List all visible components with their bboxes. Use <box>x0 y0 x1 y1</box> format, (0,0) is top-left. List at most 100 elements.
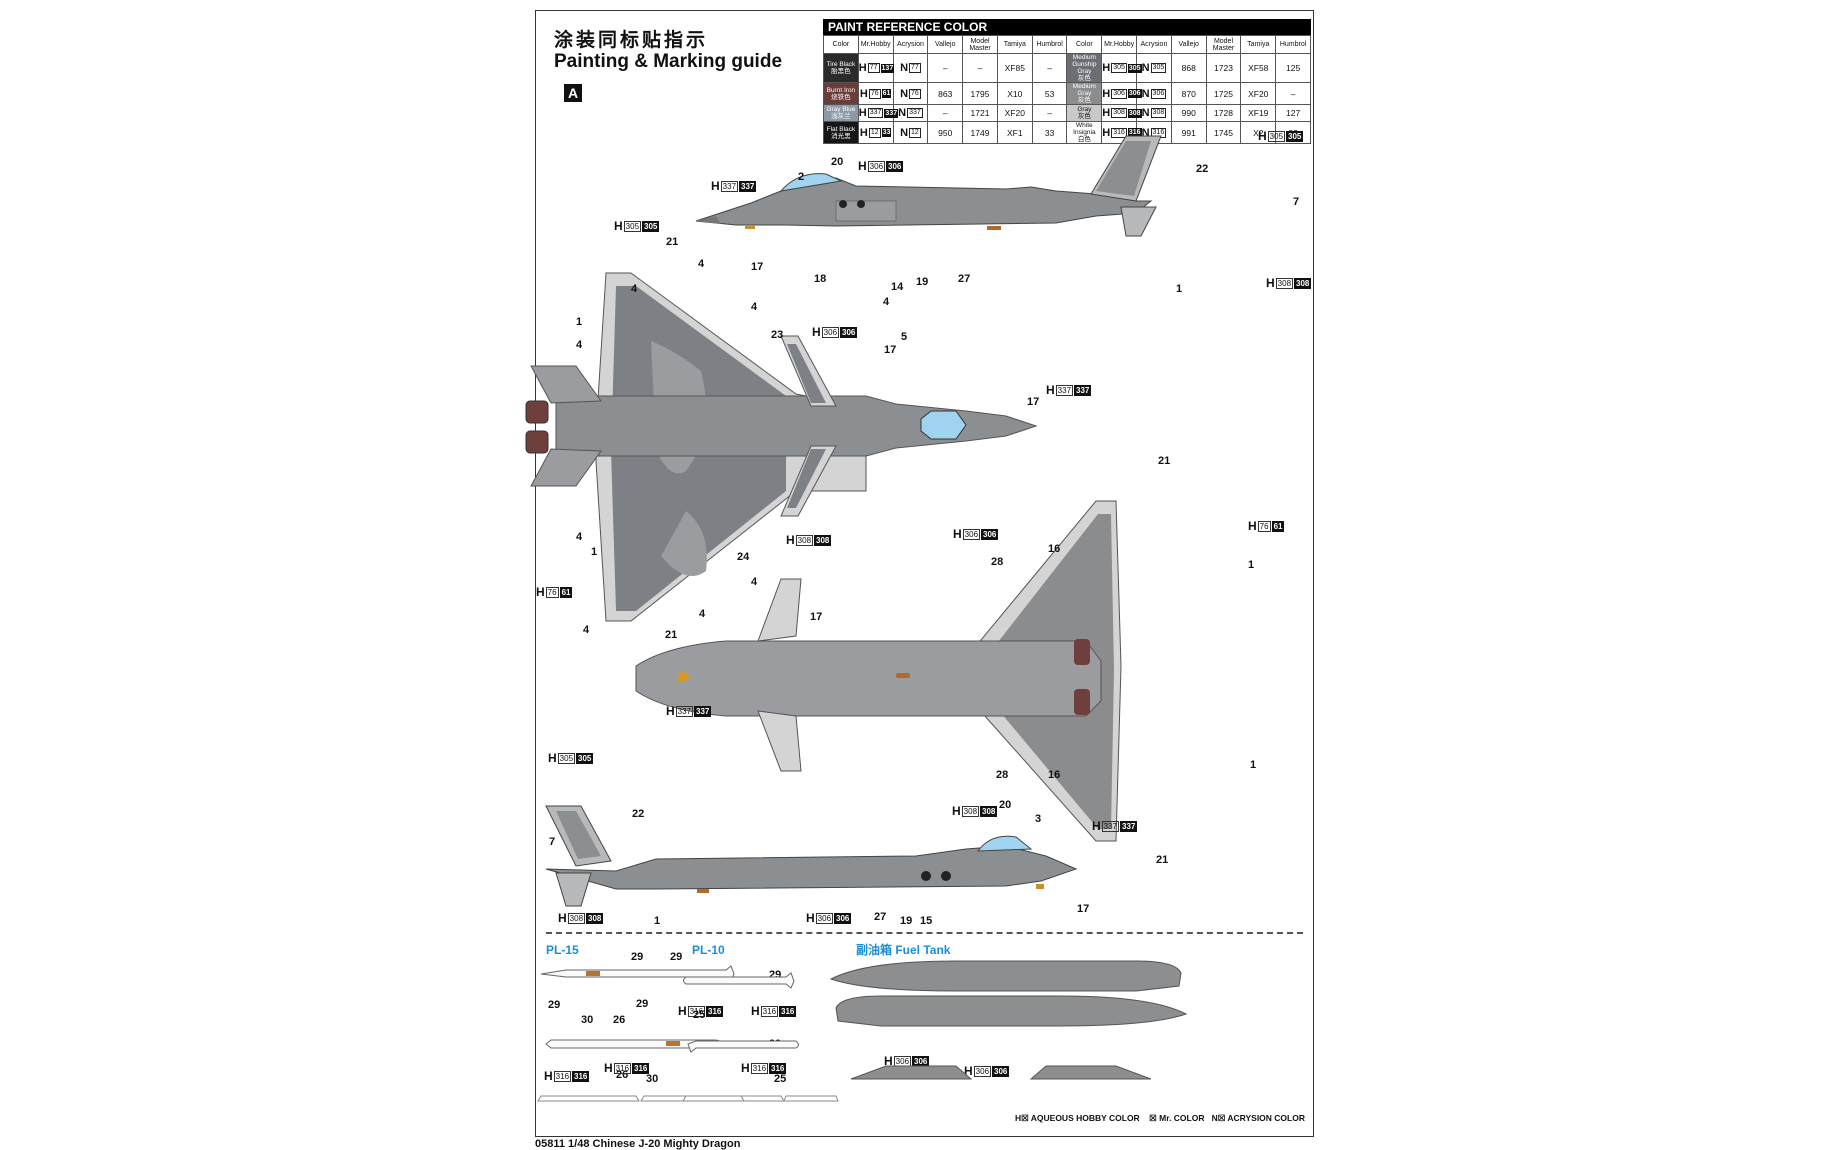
tamiya-code: XF58 <box>1240 53 1277 83</box>
callout-number: 26 <box>613 1014 626 1026</box>
callout-number: 17 <box>751 261 764 273</box>
callout-number: 1 <box>654 915 661 927</box>
side-view-starboard <box>545 805 1078 907</box>
legend-mr-color: ☒ Mr. COLOR <box>1149 1113 1205 1123</box>
side-view-port <box>695 135 1162 237</box>
instruction-page: 涂装同标贴指示 Painting & Marking guide A PAINT… <box>525 10 1314 1137</box>
vallejo-code: – <box>927 53 964 83</box>
paint-table-title: PAINT REFERENCE COLOR <box>823 19 1311 35</box>
callout-number: 14 <box>891 281 904 293</box>
callout-number: 4 <box>751 301 758 313</box>
callout-number: 18 <box>814 273 827 285</box>
callout-number: 3 <box>1035 813 1042 825</box>
callout-number: 1 <box>591 546 598 558</box>
callout-number: 25 <box>774 1073 787 1085</box>
callout-number: 28 <box>996 769 1009 781</box>
callout-number: 27 <box>874 911 887 923</box>
callout-number: 26 <box>616 1069 629 1081</box>
callout-number: 1 <box>576 316 583 328</box>
section-divider <box>546 932 1303 934</box>
legend-acrysion: N☒ ACRYSION COLOR <box>1211 1113 1305 1123</box>
callout-number: 21 <box>1156 854 1169 866</box>
footer-product-title: 05811 1/48 Chinese J-20 Mighty Dragon <box>535 1138 741 1150</box>
callout-number: 29 <box>670 951 683 963</box>
callout-number: 4 <box>698 258 705 270</box>
callout-number: 16 <box>1048 769 1061 781</box>
callout-number: 4 <box>883 296 890 308</box>
callout-number: 17 <box>1027 396 1040 408</box>
fuel-tank-title: 副油箱 Fuel Tank <box>856 943 951 957</box>
callout-number: 7 <box>549 836 556 848</box>
callout-number: 17 <box>810 611 823 623</box>
callout-number: 24 <box>737 551 750 563</box>
bottom-view <box>635 500 1122 842</box>
callout-number: 19 <box>900 915 913 927</box>
title-english: Painting & Marking guide <box>554 51 783 72</box>
callout-number: 29 <box>548 999 561 1011</box>
callout-number: 1 <box>1248 559 1255 571</box>
callout-number: 22 <box>1196 163 1209 175</box>
callout-number: 30 <box>646 1073 659 1085</box>
callout-number: 15 <box>920 915 933 927</box>
callout-number: 25 <box>693 1009 706 1021</box>
model_master-code: 1749 <box>962 121 998 144</box>
callout-number: 21 <box>1158 455 1171 467</box>
callout-number: 17 <box>884 344 897 356</box>
callout-number: 16 <box>1048 543 1061 555</box>
top-view <box>525 272 1038 622</box>
callout-number: 30 <box>581 1014 594 1026</box>
title-chinese: 涂装同标贴指示 <box>554 29 709 51</box>
callout-number: 21 <box>666 236 679 248</box>
callout-number: 21 <box>665 629 678 641</box>
callout-number: 20 <box>999 799 1012 811</box>
callout-number: 22 <box>632 808 645 820</box>
pl10-title: PL-10 <box>692 943 725 957</box>
pl15-title: PL-15 <box>546 943 579 957</box>
callout-number: 27 <box>958 273 971 285</box>
callout-number: 5 <box>901 331 908 343</box>
callout-number: 17 <box>1077 903 1090 915</box>
callout-number: 1 <box>1250 759 1257 771</box>
sheet-badge: A <box>564 84 582 102</box>
callout-number: 19 <box>916 276 929 288</box>
callout-number: 23 <box>771 329 784 341</box>
callout-number: 29 <box>631 951 644 963</box>
weapons-drawings <box>537 960 1188 1102</box>
callout-number: 4 <box>576 531 583 543</box>
legend-aqueous: H☒ AQUEOUS HOBBY COLOR <box>1014 1113 1140 1123</box>
callout-number: 29 <box>636 998 649 1010</box>
callout-number: 4 <box>631 283 638 295</box>
callout-number: 4 <box>751 576 758 588</box>
